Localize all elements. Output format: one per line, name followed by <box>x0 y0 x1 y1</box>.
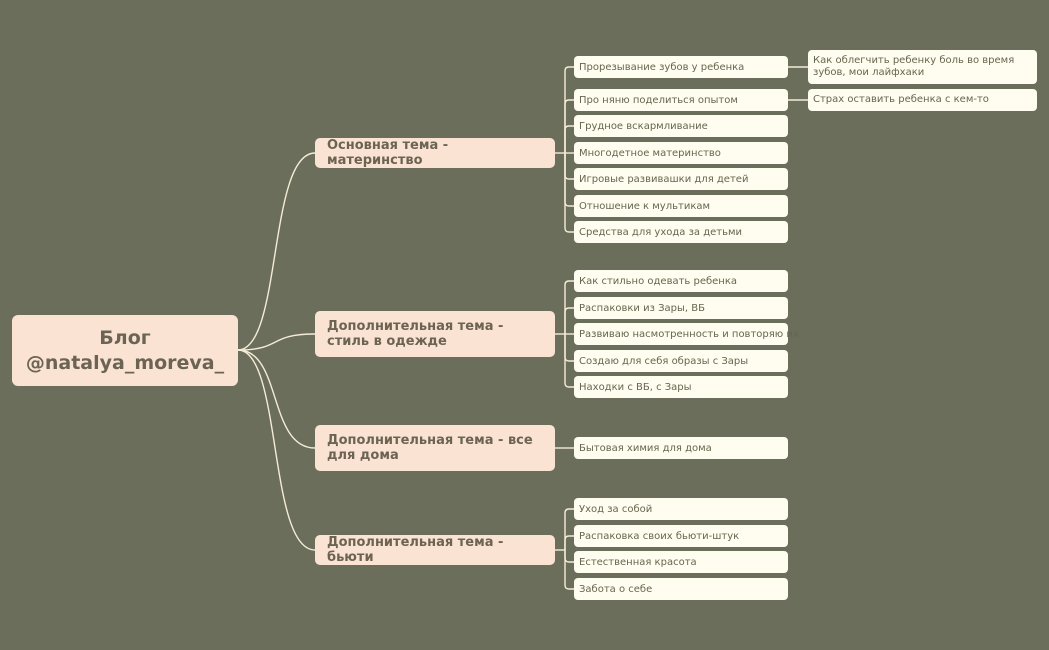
leaf-node[interactable]: Как облегчить ребенку боль во время зубо… <box>808 50 1037 84</box>
subtopic-node[interactable]: Находки с ВБ, с Зары <box>574 376 788 398</box>
subtopic-label: Развиваю насмотренность и повторяю их <box>579 328 799 340</box>
subtopic-node[interactable]: Многодетное материнство <box>574 142 788 164</box>
subtopic-label: Бытовая химия для дома <box>579 442 712 454</box>
topic-node-motherhood[interactable]: Основная тема - материнство <box>315 138 555 168</box>
root-handle: @natalya_moreva_ <box>25 351 225 374</box>
subtopic-connector <box>564 307 574 334</box>
subtopic-connector <box>564 334 574 362</box>
root-topic-connector <box>237 349 316 551</box>
subtopic-label: Средства для ухода за детьми <box>579 226 743 238</box>
leaf-node[interactable]: Страх оставить ребенка с кем-то <box>808 89 1037 111</box>
topic-label: Дополнительная тема - стиль в одежде <box>327 319 504 349</box>
subtopic-label: Находки с ВБ, с Зары <box>579 381 692 393</box>
subtopic-connector <box>564 153 574 233</box>
subtopic-node[interactable]: Естественная красота <box>574 551 788 573</box>
subtopic-connector <box>564 535 574 550</box>
subtopic-connector <box>564 334 574 388</box>
subtopic-label: Естественная красота <box>579 556 697 568</box>
root-topic-connector <box>237 349 316 449</box>
subtopic-label: Уход за собой <box>579 503 653 515</box>
leaf-label: Страх оставить ребенка с кем-то <box>813 94 989 105</box>
subtopic-node[interactable]: Про няню поделиться опытом <box>574 89 788 111</box>
topic-node-beauty[interactable]: Дополнительная тема - бьюти <box>315 535 555 565</box>
subtopic-label: Прорезывание зубов у ребенка <box>579 61 745 73</box>
subtopic-label: Игровые развивашки для детей <box>579 173 749 185</box>
subtopic-node[interactable]: Создаю для себя образы с Зары <box>574 350 788 372</box>
subtopic-connector <box>564 550 574 590</box>
subtopic-label: Грудное вскармливание <box>579 120 708 132</box>
topic-label: Дополнительная тема - все для дома <box>327 433 533 463</box>
root-node-blog[interactable]: Блог @natalya_moreva_ <box>12 315 238 386</box>
leaf-label: Как облегчить ребенку боль во время зубо… <box>813 55 1015 78</box>
subtopic-node[interactable]: Прорезывание зубов у ребенка <box>574 56 788 78</box>
subtopic-connector <box>564 280 574 334</box>
subtopic-label: Распаковка своих бьюти-штук <box>579 530 740 542</box>
root-topic-connector <box>237 333 316 351</box>
subtopic-connector <box>564 125 574 153</box>
root-title: Блог <box>99 326 151 349</box>
subtopic-connector <box>564 508 574 550</box>
subtopic-label: Многодетное материнство <box>579 147 721 159</box>
subtopic-node[interactable]: Уход за собой <box>574 498 788 520</box>
subtopic-connector <box>564 550 574 563</box>
subtopic-label: Распаковки из Зары, ВБ <box>579 302 705 314</box>
subtopic-node[interactable]: Отношение к мультикам <box>574 195 788 217</box>
subtopic-node[interactable]: Игровые развивашки для детей <box>574 168 788 190</box>
topic-node-clothing-style[interactable]: Дополнительная тема - стиль в одежде <box>315 311 555 357</box>
subtopic-label: Отношение к мультикам <box>579 200 711 212</box>
subtopic-connector <box>564 153 574 180</box>
subtopic-node[interactable]: Как стильно одевать ребенка <box>574 270 788 292</box>
subtopic-connector <box>564 66 574 153</box>
subtopic-node[interactable]: Грудное вскармливание <box>574 115 788 137</box>
subtopic-node[interactable]: Распаковки из Зары, ВБ <box>574 297 788 319</box>
subtopic-connector <box>564 99 574 153</box>
topic-node-home[interactable]: Дополнительная тема - все для дома <box>315 425 555 471</box>
topic-label: Дополнительная тема - бьюти <box>327 535 504 565</box>
subtopic-label: Как стильно одевать ребенка <box>579 275 738 287</box>
subtopic-node[interactable]: Распаковка своих бьюти-штук <box>574 525 788 547</box>
subtopic-node[interactable]: Средства для ухода за детьми <box>574 221 788 243</box>
topic-label: Основная тема - материнство <box>327 138 449 168</box>
root-topic-connector <box>237 152 316 351</box>
subtopic-label: Создаю для себя образы с Зары <box>579 355 749 367</box>
subtopic-node[interactable]: Забота о себе <box>574 578 788 600</box>
subtopic-label: Про няню поделиться опытом <box>579 94 738 106</box>
subtopic-node[interactable]: Бытовая химия для дома <box>574 437 788 459</box>
subtopic-node[interactable]: Развиваю насмотренность и повторяю их <box>574 323 799 345</box>
subtopic-label: Забота о себе <box>579 583 653 595</box>
